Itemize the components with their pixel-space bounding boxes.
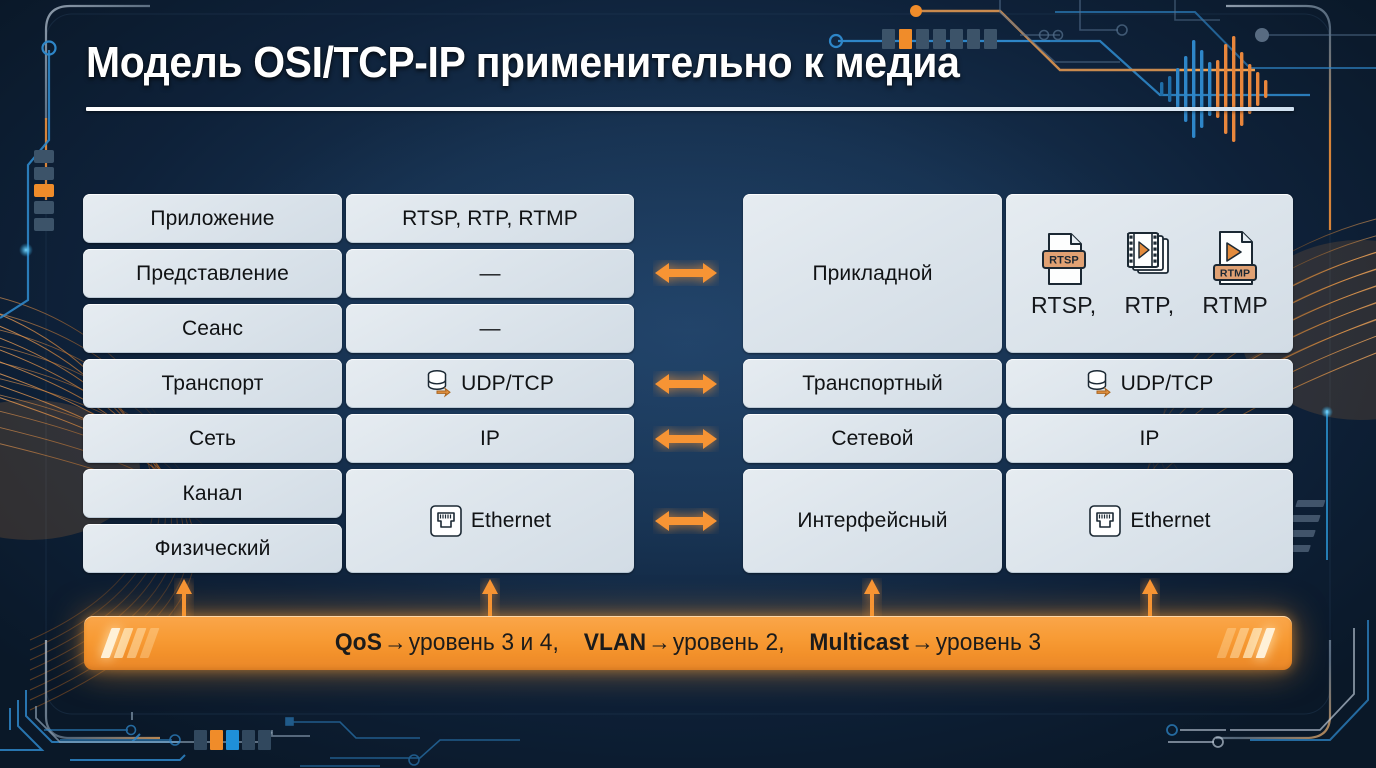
osi-protocol-cell-0[interactable]: RTSP, RTP, RTMP: [346, 194, 634, 243]
mapping-arrow-2: [653, 426, 719, 452]
banner-arrow-1: →: [648, 629, 671, 656]
osi-protocol-cell-5[interactable]: Ethernet: [346, 469, 634, 573]
osi-protocol-label: Ethernet: [470, 509, 552, 532]
tcpip-protocol-label: IP: [1139, 426, 1160, 450]
protocol-label: RTMP: [1202, 291, 1268, 318]
osi-protocol-label: UDP/TCP: [461, 371, 554, 395]
double-headed-arrow-icon: [655, 374, 717, 394]
osi-protocol-cell-3[interactable]: UDP/TCP: [346, 359, 634, 408]
osi-layer-cell-2[interactable]: Сеанс: [83, 304, 342, 353]
summary-banner[interactable]: QoS→уровень 3 и 4,VLAN→уровень 2,Multica…: [84, 616, 1292, 670]
mapping-arrow-3: [653, 508, 719, 534]
rtsp-file-icon: RTSP: [1041, 232, 1086, 285]
banner-slashes-right: [1216, 628, 1276, 658]
svg-text:RTSP: RTSP: [1049, 254, 1079, 266]
tcpip-layer-label: Интерфейсный: [797, 509, 948, 532]
osi-protocol-label: RTSP, RTP, RTMP: [402, 206, 578, 230]
banner-value-vlan: уровень 2,: [672, 629, 785, 656]
rj45-port-icon: [1089, 505, 1122, 537]
banner-value-qos: уровень 3 и 4,: [408, 629, 559, 656]
osi-layer-label: Сеть: [188, 426, 237, 450]
banner-value-multicast: уровень 3: [935, 629, 1042, 656]
banner-term-qos: QoS: [334, 629, 383, 656]
tcpip-layer-cell-2[interactable]: Сетевой: [743, 414, 1002, 463]
up-arrow-icon: [1142, 579, 1158, 624]
osi-layer-label: Канал: [182, 481, 243, 505]
up-arrow-1: [480, 578, 500, 624]
protocol-label: RTSP,: [1031, 291, 1097, 318]
title-divider: [86, 107, 1294, 112]
mapping-arrow-1: [653, 371, 719, 397]
banner-arrow-2: →: [910, 629, 934, 656]
osi-protocol-cell-1[interactable]: —: [346, 249, 634, 298]
osi-protocol-label: —: [479, 316, 501, 340]
osi-layer-label: Представление: [136, 261, 289, 285]
osi-protocol-label: IP: [479, 426, 501, 450]
tcpip-layer-label: Транспортный: [802, 371, 943, 395]
tcpip-protocol-cell-0[interactable]: RTSP RTSP,: [1006, 194, 1293, 353]
banner-term-vlan: VLAN: [583, 629, 647, 656]
up-arrow-2: [862, 578, 882, 624]
osi-layer-cell-3[interactable]: Транспорт: [83, 359, 342, 408]
banner-text: QoS→уровень 3 и 4,VLAN→уровень 2,Multica…: [181, 629, 1196, 657]
database-arrow-icon: [1087, 369, 1111, 397]
tcpip-layer-label: Сетевой: [831, 426, 914, 450]
protocol-label: RTP,: [1124, 291, 1175, 318]
osi-protocol-label: —: [479, 261, 501, 285]
protocol-icon-group: RTSP RTSP,: [1031, 229, 1268, 319]
tcpip-layer-cell-0[interactable]: Прикладной: [743, 194, 1002, 353]
double-headed-arrow-icon: [655, 429, 717, 449]
tcpip-layer-label: Прикладной: [812, 261, 933, 285]
osi-layer-cell-4[interactable]: Сеть: [83, 414, 342, 463]
svg-text:RTMP: RTMP: [1220, 267, 1250, 279]
header: Модель OSI/TCP-IP применительно к медиа: [86, 38, 1296, 112]
osi-layer-cell-1[interactable]: Представление: [83, 249, 342, 298]
osi-protocol-cell-2[interactable]: —: [346, 304, 634, 353]
osi-layer-cell-6[interactable]: Физический: [83, 524, 342, 573]
up-arrow-0: [174, 578, 194, 624]
banner-slashes-left: [100, 628, 160, 658]
osi-layer-label: Физический: [154, 536, 271, 560]
banner-term-multicast: Multicast: [809, 629, 910, 656]
tcpip-protocol-cell-3[interactable]: Ethernet: [1006, 469, 1293, 573]
osi-layer-cell-5[interactable]: Канал: [83, 469, 342, 518]
rtp-filmstrip-icon: [1127, 231, 1170, 274]
tcpip-layer-cell-1[interactable]: Транспортный: [743, 359, 1002, 408]
page-title: Модель OSI/TCP-IP применительно к медиа: [86, 38, 960, 87]
protocol-item-rtmp: RTMP RTMP: [1202, 229, 1268, 319]
banner-arrow-0: →: [383, 629, 407, 656]
up-arrow-3: [1140, 578, 1160, 624]
rtmp-file-icon: RTMP: [1213, 230, 1258, 285]
tcpip-layer-cell-3[interactable]: Интерфейсный: [743, 469, 1002, 573]
database-arrow-icon: [427, 369, 451, 397]
osi-layer-label: Транспорт: [161, 371, 264, 395]
osi-layer-label: Сеанс: [181, 316, 244, 340]
rj45-port-icon: [430, 505, 462, 537]
up-arrow-icon: [176, 579, 192, 624]
up-arrow-icon: [864, 579, 880, 624]
protocol-item-rtsp: RTSP RTSP,: [1031, 229, 1096, 319]
mapping-arrow-0: [653, 260, 719, 286]
osi-layer-cell-0[interactable]: Приложение: [83, 194, 342, 243]
osi-protocol-cell-4[interactable]: IP: [346, 414, 634, 463]
up-arrow-icon: [482, 579, 498, 624]
tcpip-protocol-cell-1[interactable]: UDP/TCP: [1006, 359, 1293, 408]
protocol-item-rtp: RTP,: [1122, 229, 1176, 319]
tcpip-protocol-label: UDP/TCP: [1120, 371, 1214, 395]
osi-layer-label: Приложение: [150, 206, 275, 230]
double-headed-arrow-icon: [655, 511, 717, 531]
tcpip-protocol-label: Ethernet: [1130, 509, 1211, 532]
tcpip-protocol-cell-2[interactable]: IP: [1006, 414, 1293, 463]
double-headed-arrow-icon: [655, 263, 717, 283]
